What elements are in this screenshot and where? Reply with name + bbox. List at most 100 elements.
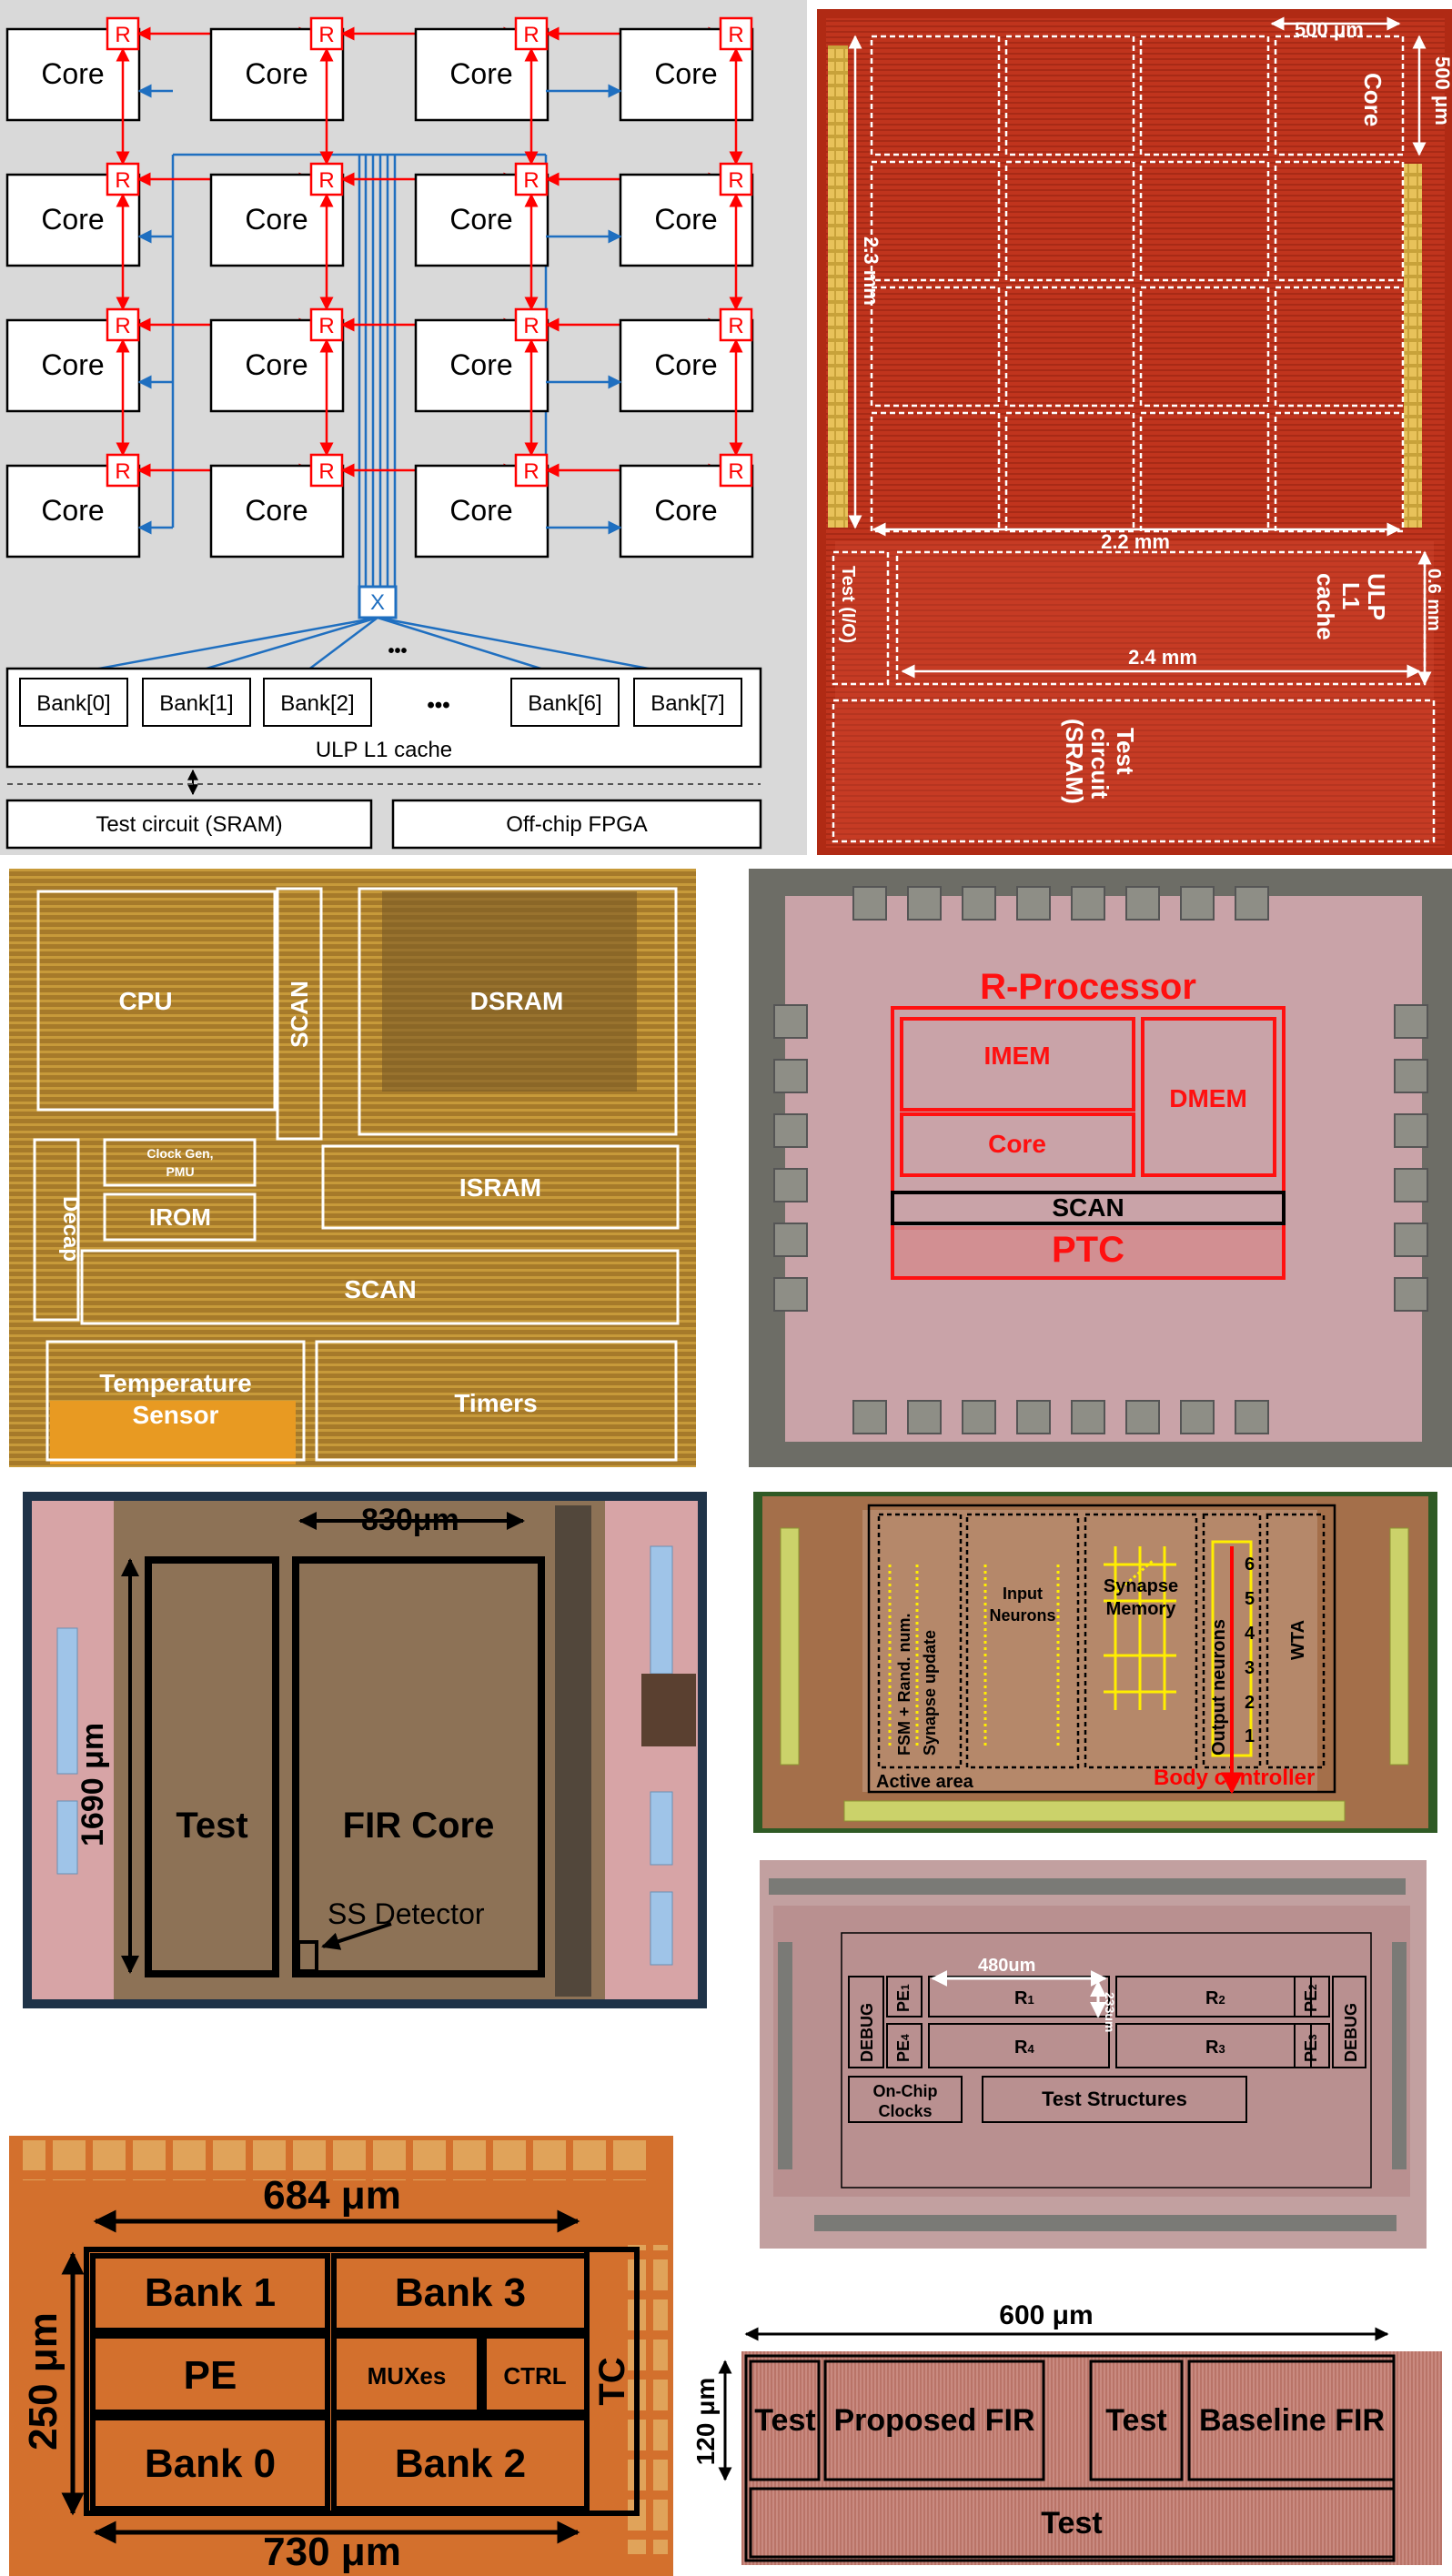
bank-links [58,616,688,678]
test-sram-label-1: Test [1112,728,1139,775]
imem-label: IMEM [983,1041,1050,1070]
neuron-2: 2 [1245,1693,1255,1713]
router-label: R [728,314,743,338]
core-label: Core [449,494,512,527]
router-block [719,453,753,488]
dim-830um: 830μm [361,1503,459,1537]
r-processor-title: R-Processor [980,967,1196,1007]
bank-6: Bank[6] [528,691,601,716]
router-label: R [728,459,743,484]
pe1-label: PE1 [894,1984,913,2012]
core-label: Core [654,348,717,381]
test-circuit-label: Test circuit (SRAM) [96,812,282,837]
core-label: Core [654,203,717,236]
core-label: Core [1359,73,1386,126]
wta-label: WTA [1288,1620,1308,1660]
pe3-label: PE3 [1302,2034,1320,2062]
r1-label: R1 [1014,1988,1034,2008]
dim-2-4mm: 2.4 mm [1128,646,1197,669]
irom-label: IROM [149,1203,211,1231]
core-label: Core [245,203,308,236]
dim-250um: 250 μm [21,2312,66,2450]
die-photo-rprocessor: R-Processor IMEM DMEM Core PTC SCAN [749,869,1452,1467]
test-circuit-box [5,799,373,850]
die-photo-fir: 830μm 1690 μm Test FIR Core SS Detector [23,1492,707,2008]
router-label: R [318,459,334,484]
temperature-sensor-label-2: Sensor [133,1401,219,1429]
router-label: R [523,459,539,484]
dmem-label: DMEM [1169,1084,1247,1112]
core-label: Core [245,494,308,527]
neuron-5: 5 [1245,1589,1255,1609]
test-middle-label: Test [1105,2403,1166,2438]
dim-480um: 480um [978,1956,1035,1976]
router-label: R [318,23,334,47]
test-sram-label-3: (SRAM) [1061,719,1088,804]
die-photo-banks: 684 μm 250 μm 730 μm Bank 1 Bank 3 PE MU… [9,2136,673,2576]
core-label: Core [449,203,512,236]
dim-0-6mm: 0.6 mm [1424,569,1444,631]
synapse-update-label: Synapse update [921,1630,939,1756]
dim-500-width: 500 μm [1295,18,1364,41]
clock-gen-label-2: PMU [166,1164,194,1179]
dim-1690um: 1690 μm [76,1723,110,1846]
core-label: Core [245,57,308,90]
r3-label: R3 [1205,2038,1225,2058]
dsram-label: DSRAM [470,987,564,1015]
test-structures-label: Test Structures [1042,2088,1187,2110]
core-label: Core [654,494,717,527]
debug-left-label: DEBUG [858,2003,876,2062]
dim-2-2mm: 2.2 mm [1101,530,1170,553]
neuron-6: 6 [1245,1555,1255,1575]
router-label: R [115,459,130,484]
pe4-label: PE4 [894,2034,913,2062]
scan-label: SCAN [1052,1193,1124,1222]
l1-cache-label: ULP L1 cache [316,738,452,762]
bank3-label: Bank 3 [395,2270,526,2315]
debug-right-label: DEBUG [1342,2003,1360,2062]
bank2-label: Bank 2 [395,2441,526,2486]
fpga-box [391,799,762,850]
on-chip-clocks-label-2: Clocks [878,2102,932,2120]
r4-label: R4 [1014,2038,1034,2058]
die-photo-red: 500 μm 500 μm Core 2.3 mm 2.2 mm Test (I… [817,9,1452,855]
test-left-label: Test [754,2403,815,2438]
input-neurons-label-2: Neurons [989,1606,1055,1625]
bank1-label: Bank 1 [145,2270,276,2315]
router-label: R [115,314,130,338]
test-sram-label-2: circuit [1086,728,1114,799]
proposed-fir-label: Proposed FIR [833,2403,1034,2438]
core-label: Core [654,57,717,90]
ss-detector-label: SS Detector [328,1897,485,1930]
bank-0: Bank[0] [36,691,110,716]
router-label: R [115,168,130,193]
fsm-label: FSM + Rand. num. [895,1613,913,1756]
dim-120um: 120 μm [691,2378,720,2466]
core-tiles [832,35,1436,843]
decap-label: Decap [58,1196,83,1262]
die-photo-multipe: 480um 233um DEBUG DEBUG PE1 PE2 PE3 PE4 … [760,1860,1427,2249]
l1-label: L1 [1337,582,1365,609]
on-chip-clocks-label-1: On-Chip [873,2082,938,2100]
core-label: Core [449,57,512,90]
scan-vertical-label: SCAN [286,981,313,1048]
router-label: R [318,168,334,193]
dim-500-height: 500 μm [1431,56,1452,126]
pe-label: PE [184,2353,237,2398]
fir-core-label: FIR Core [343,1806,495,1846]
router-label: R [728,23,743,47]
bank-1: Bank[1] [159,691,233,716]
core-label: Core [41,494,104,527]
router-block [719,162,753,196]
body-controller-label: Body controller [1154,1766,1315,1790]
baseline-fir-label: Baseline FIR [1199,2403,1385,2438]
core-label: Core [41,57,104,90]
core-label: Core [245,348,308,381]
r2-label: R2 [1205,1988,1225,2008]
dim-233um: 233um [1103,1992,1117,2032]
bank-2: Bank[2] [280,691,354,716]
core-label: Core [41,348,104,381]
router-label: R [318,314,334,338]
neuron-4: 4 [1245,1624,1255,1644]
ptc-label: PTC [1052,1230,1124,1270]
